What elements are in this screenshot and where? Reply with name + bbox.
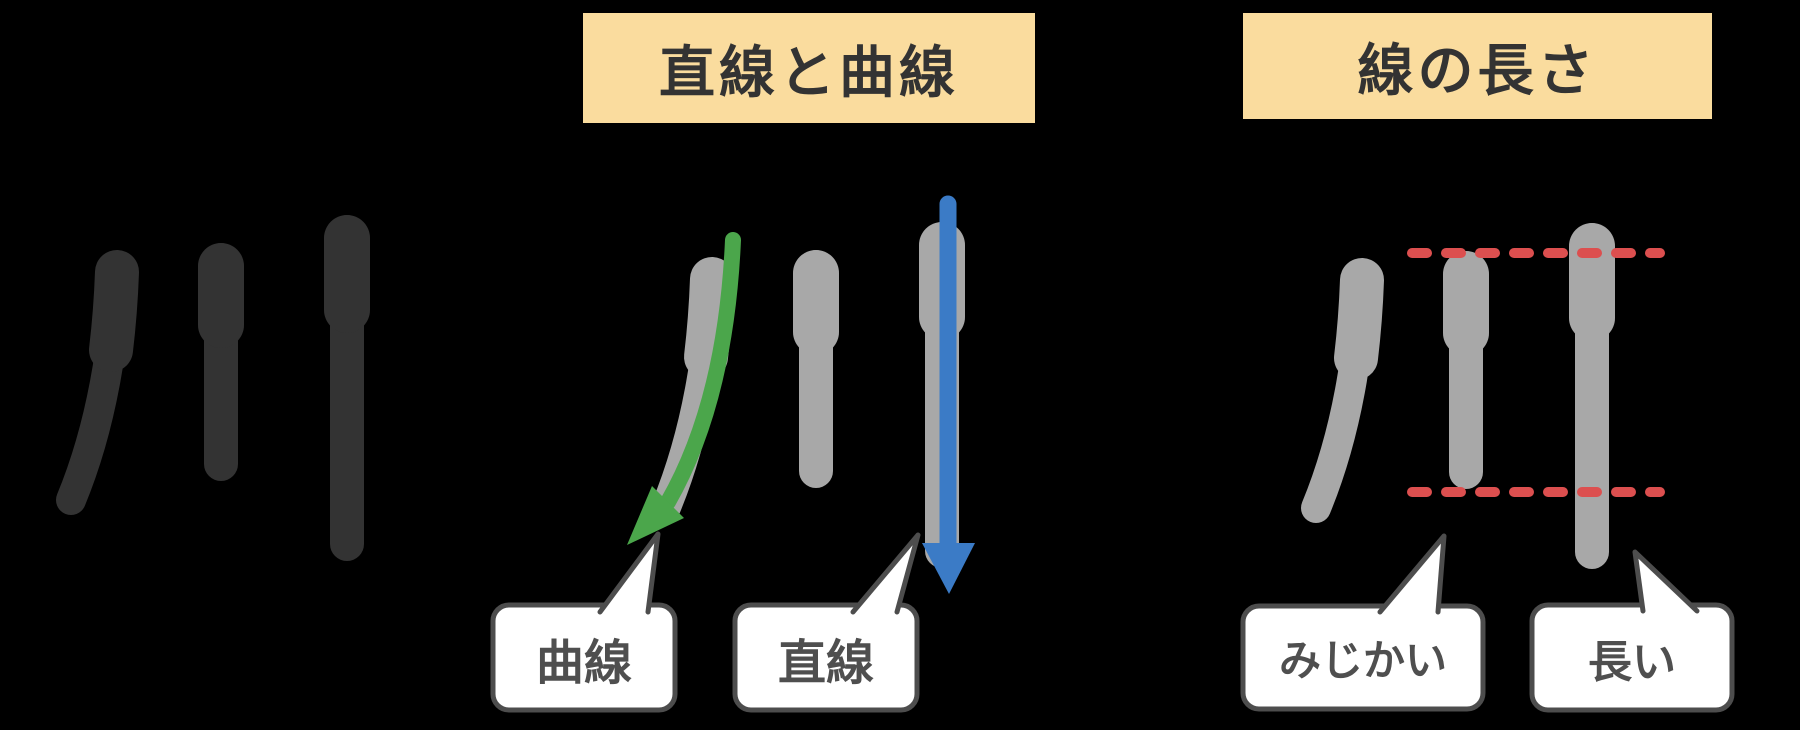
speech-bubble-curve	[490, 602, 678, 713]
green-curved-arrow-icon	[627, 232, 741, 545]
blue-straight-arrow-icon	[922, 195, 975, 594]
header-line-length-label: 線の長さ	[1357, 38, 1598, 102]
kanji-kawa-gray-right	[1316, 240, 1592, 552]
speech-bubble-short	[1240, 603, 1486, 712]
kanji-kawa-dark	[71, 232, 347, 544]
label-short: みじかい	[1278, 637, 1447, 684]
header-line-length: 線の長さ	[1243, 13, 1712, 119]
speech-bubble-long	[1529, 602, 1735, 713]
header-straight-and-curved-label: 直線と曲線	[659, 40, 959, 104]
label-curve: 曲線	[535, 636, 632, 690]
speech-bubble-straight-tail	[850, 532, 921, 615]
header-straight-and-curved: 直線と曲線	[583, 13, 1035, 123]
speech-bubble-curve-tail	[597, 531, 661, 615]
label-long: 長い	[1588, 637, 1676, 687]
label-straight: 直線	[777, 636, 874, 690]
speech-bubble-short-tail	[1377, 533, 1447, 615]
speech-bubble-straight	[732, 602, 920, 713]
speech-bubble-long-tail	[1632, 549, 1700, 614]
